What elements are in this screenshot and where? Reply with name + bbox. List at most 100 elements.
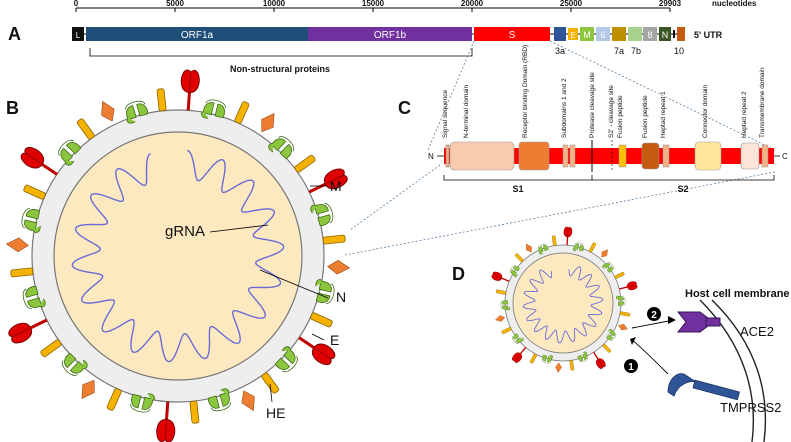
spike-protein [562,226,573,247]
segment-l-label: L [76,31,81,40]
e-protein [10,267,34,278]
panel-label-a: A [8,24,21,44]
spike-domain-label: Fusion peptide [642,95,649,138]
host-membrane-label: Host cell membrane [685,288,790,300]
domain-ntd [449,141,515,171]
segment-10 [673,30,675,38]
e-pointer [311,333,325,341]
domain-fusion-peptide-1 [618,144,627,168]
spike-domain-label: Heptad repeat 2 [741,91,748,138]
e-protein [260,371,280,395]
segment-orf1b-label: ORF1b [374,30,407,41]
panel-d: D Host cell membrane ACE2 TMPRSS2 2 1 [452,226,790,442]
panel-b: B gRNA M N E HE [5,68,351,442]
segment-s-label: S [509,30,516,41]
spike-domain-label: Protease cleavage site [589,72,596,138]
he-pointer [269,383,273,403]
small-virion-rna [522,266,604,344]
e-protein [106,387,123,412]
domain-connector [694,141,722,171]
he-protein [75,376,101,403]
domain-subdomain-2 [569,144,576,168]
connector-lines [344,40,776,256]
scale-tick-10000: 10000 [263,0,286,8]
panel-label-d: D [452,264,465,284]
e-protein [76,117,96,141]
label-m: M [330,178,342,194]
domain-hr1 [662,144,670,168]
spike-protein [177,68,202,113]
spike-protein [490,270,512,286]
scale-tick-15000: 15000 [362,0,385,8]
domain-hr2 [740,142,760,170]
segment-s [474,27,550,41]
tmprss2-stalk [692,379,740,401]
tmprss2-label: TMPRSS2 [720,400,781,415]
arrow-ace2 [631,319,675,329]
he-protein [523,242,535,255]
segment-7b [628,27,642,41]
he-protein [598,247,611,260]
scale-unit: nucleotides [712,0,757,8]
nsp-bracket [89,48,473,57]
step-1-marker [624,359,638,373]
scale-ticks [75,8,671,12]
label-e: E [330,332,339,348]
domain-rbd [518,141,550,171]
e-protein [614,271,625,280]
spike-domain-label: Heptad repeat 1 [660,91,667,138]
he-protein [5,236,30,253]
host-membrane-outer [699,299,755,442]
e-protein [22,184,47,201]
e-protein [619,311,631,317]
spike-domain-label: Receptor binding Domain (RBD) [522,45,529,138]
segment-3a [554,27,566,41]
e-protein [293,154,317,174]
segment-orf1a [86,27,308,41]
segment-3utr [677,27,685,41]
domain-signal-sequence [445,144,450,168]
label-n: N [336,289,346,305]
host-membrane-inner [711,299,767,442]
step-1-label: 1 [628,362,634,373]
segment-orf1b [308,27,472,41]
segment-e [568,28,578,40]
spike-n-terminus: N [428,152,434,161]
spike-protein [617,280,639,294]
step-2-marker [647,307,661,321]
gene-label-7b: 7b [631,46,641,56]
label-he: HE [266,405,285,421]
he-protein [617,322,629,333]
scale-tick-20000: 20000 [461,0,484,8]
segment-8-label: 8 [647,30,652,40]
gene-label-7a: 7a [614,46,624,56]
spike-domain-label: Fusion peptide [617,95,624,138]
spike-protein [154,399,179,442]
e-protein [514,252,525,263]
n-pointer [259,269,329,299]
nsp-label: Non-structural proteins [230,64,330,74]
domain-transmembrane [761,144,769,168]
spike-domain-label: S2' - cleavage site [608,85,615,138]
he-protein [494,314,506,324]
he-protein [326,259,351,276]
segment-7a [612,27,626,41]
e-protein [569,360,575,371]
he-protein [96,98,119,125]
e-protein [501,326,512,335]
spike-domain-label: Signal sequence [442,90,449,138]
he-protein [554,362,563,373]
gene-label-10: 10 [674,46,684,56]
e-protein [601,343,612,354]
grna-pointer [209,224,269,233]
label-grna: gRNA [165,223,205,240]
e-protein [39,338,63,358]
s1-bracket [443,175,593,181]
e-protein [233,100,250,125]
he-protein [237,387,260,414]
small-virion-core [512,252,614,354]
e-protein [189,400,200,424]
domain-subdomain-1 [562,144,569,168]
